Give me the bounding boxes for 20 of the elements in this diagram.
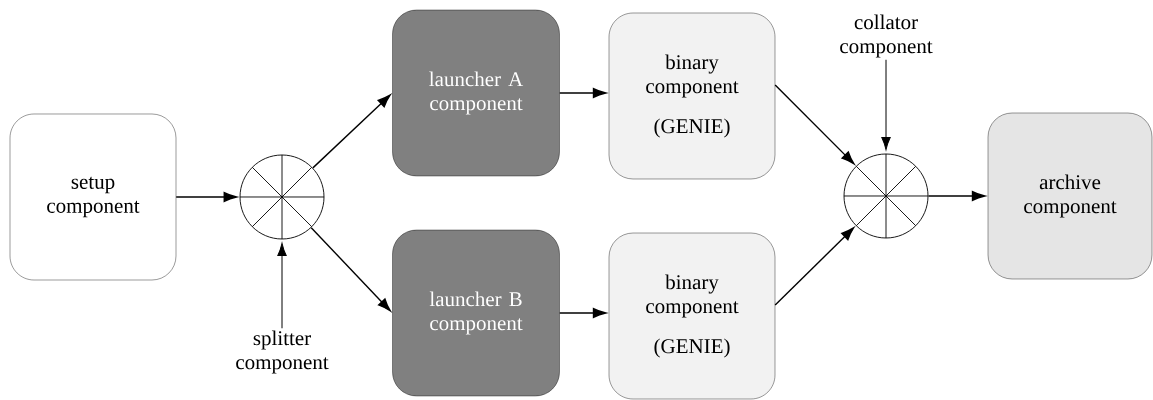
process-box: launcher B component <box>392 229 560 397</box>
collator-circle <box>843 153 929 239</box>
process-box: binary component (GENIE) <box>608 12 776 180</box>
arrow <box>310 227 391 312</box>
arrow <box>559 307 607 319</box>
callout-text: splitter component <box>236 330 329 374</box>
arrow <box>774 84 855 165</box>
leader-line <box>881 59 891 151</box>
arrow <box>774 227 855 306</box>
splitter-circle <box>239 154 325 240</box>
process-box: archive component <box>987 112 1153 280</box>
leader-line <box>277 242 287 329</box>
process-box: setup component <box>9 113 177 281</box>
arrow <box>927 190 986 202</box>
arrow <box>312 94 391 169</box>
callout-text: collator component <box>840 14 933 58</box>
arrow <box>559 87 607 99</box>
arrow <box>175 191 238 203</box>
process-box: launcher A component <box>392 9 560 177</box>
process-box: binary component (GENIE) <box>608 232 776 400</box>
